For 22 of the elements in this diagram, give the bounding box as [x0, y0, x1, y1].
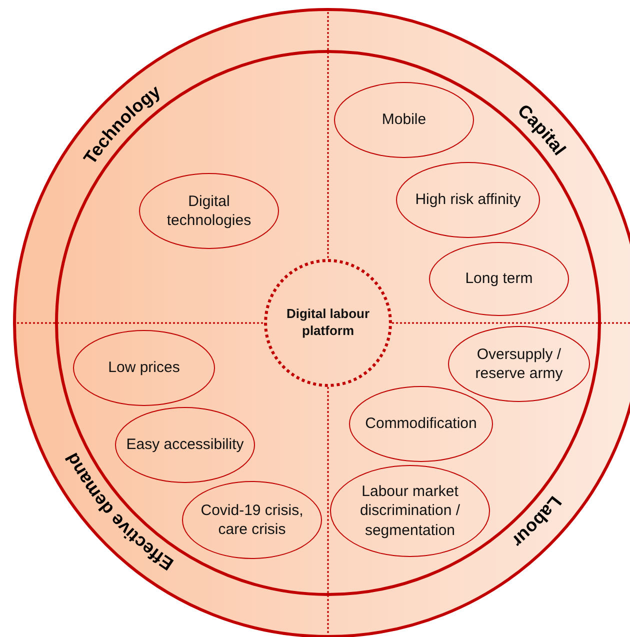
node-label: Labour market discrimination / segmentation	[358, 482, 462, 540]
node-label: Oversupply / reserve army	[474, 344, 564, 384]
oval-node	[330, 465, 490, 557]
oval-node	[139, 173, 279, 249]
node-label: Mobile	[380, 110, 428, 130]
node-label: High risk affinity	[414, 190, 522, 210]
node-label: Digital technologies	[166, 192, 252, 230]
oval-node	[349, 386, 493, 462]
node-label: Covid-19 crisis, care crisis	[200, 500, 304, 540]
oval-node	[448, 326, 590, 402]
inner-circle	[55, 50, 601, 596]
oval-node	[429, 242, 569, 316]
node-label: Long term	[464, 269, 534, 289]
node-label: Low prices	[107, 358, 181, 378]
oval-node	[396, 162, 540, 238]
oval-node	[334, 82, 474, 158]
node-label: Digital labour platform	[285, 306, 371, 340]
center-circle	[264, 259, 392, 387]
node-label: Commodification	[364, 414, 478, 434]
node-label: Easy accessibility	[125, 435, 245, 455]
oval-node	[182, 481, 322, 559]
oval-node	[73, 330, 215, 406]
